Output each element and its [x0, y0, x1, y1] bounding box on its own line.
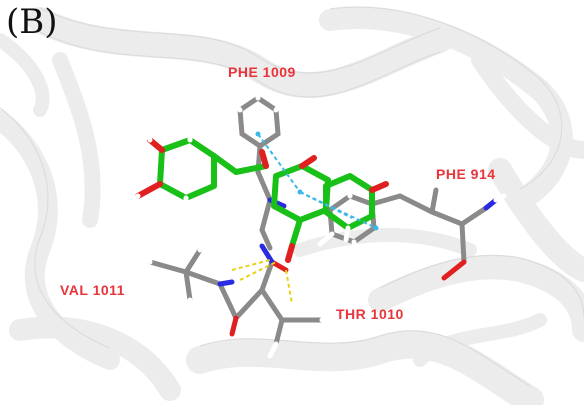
pi-stacking-centroids [255, 131, 379, 231]
residue-label-val1011: VAL 1011 [60, 282, 125, 298]
panel-label: (B) [6, 2, 58, 42]
hydrogen-bond-interactions [231, 259, 293, 305]
residue-val1011-thr1010-heteroatoms [217, 243, 289, 337]
protein-ribbon-outlines [0, 6, 584, 387]
residue-val1011-thr1010-sticks [147, 247, 325, 347]
residue-label-phe914: PHE 914 [436, 166, 496, 182]
pi-stacking-interactions [257, 133, 377, 229]
hydrogen-atoms [123, 83, 507, 359]
residue-label-phe1009: PHE 1009 [228, 64, 296, 80]
residue-label-thr1010: THR 1010 [336, 306, 404, 322]
ligand-heteroatoms [135, 137, 389, 263]
